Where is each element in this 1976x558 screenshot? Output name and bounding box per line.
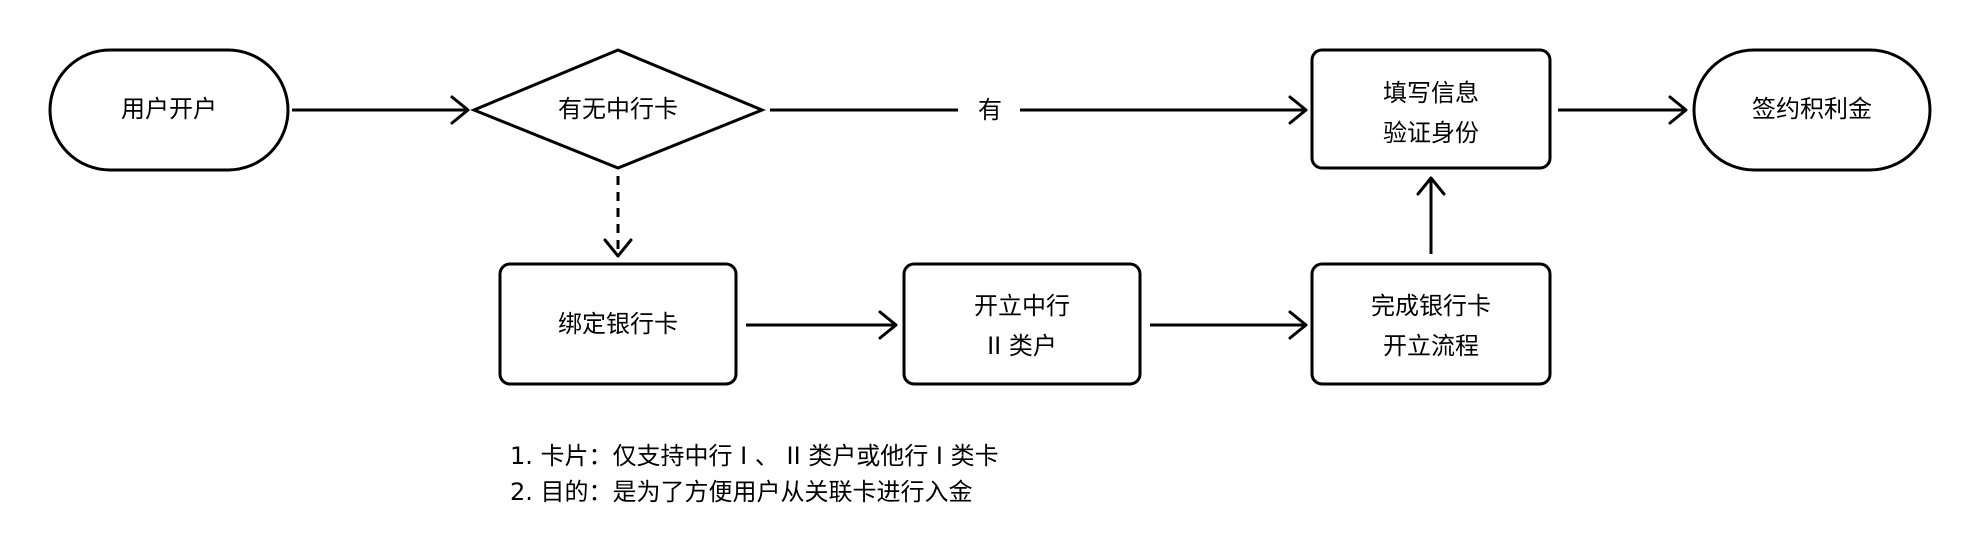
bind-card-node: 绑定银行卡: [498, 262, 738, 386]
fill-info-label-line1: 填写信息: [1383, 79, 1479, 107]
fill-info-label-line2: 验证身份: [1383, 119, 1479, 147]
sign-node: 签约积利金: [1692, 48, 1932, 172]
complete-label-line1: 完成银行卡: [1371, 292, 1491, 320]
complete-label-line2: 开立流程: [1383, 332, 1479, 360]
start-node: 用户开户: [48, 48, 290, 172]
decision-node-label: 有无中行卡: [558, 95, 678, 123]
note-item-purpose: 2. 目的：是为了方便用户从关联卡进行入金: [510, 478, 973, 506]
open-account-node: 开立中行 II 类户: [902, 262, 1142, 386]
notes-list: 1. 卡片：仅支持中行 I 、 II 类户或他行 I 类卡 2. 目的：是为了方…: [510, 438, 999, 510]
complete-node: 完成银行卡 开立流程: [1310, 262, 1552, 386]
decision-node: 有无中行卡: [470, 48, 766, 170]
fill-info-node: 填写信息 验证身份: [1310, 48, 1552, 170]
open-account-label-line1: 开立中行: [974, 292, 1070, 320]
sign-node-label: 签约积利金: [1752, 95, 1872, 123]
yes-edge-label: 有: [978, 96, 1002, 124]
start-node-label: 用户开户: [121, 95, 217, 123]
note-item-card: 1. 卡片：仅支持中行 I 、 II 类户或他行 I 类卡: [510, 442, 999, 470]
bind-card-node-label: 绑定银行卡: [558, 310, 678, 338]
open-account-label-line2: II 类户: [987, 332, 1057, 360]
